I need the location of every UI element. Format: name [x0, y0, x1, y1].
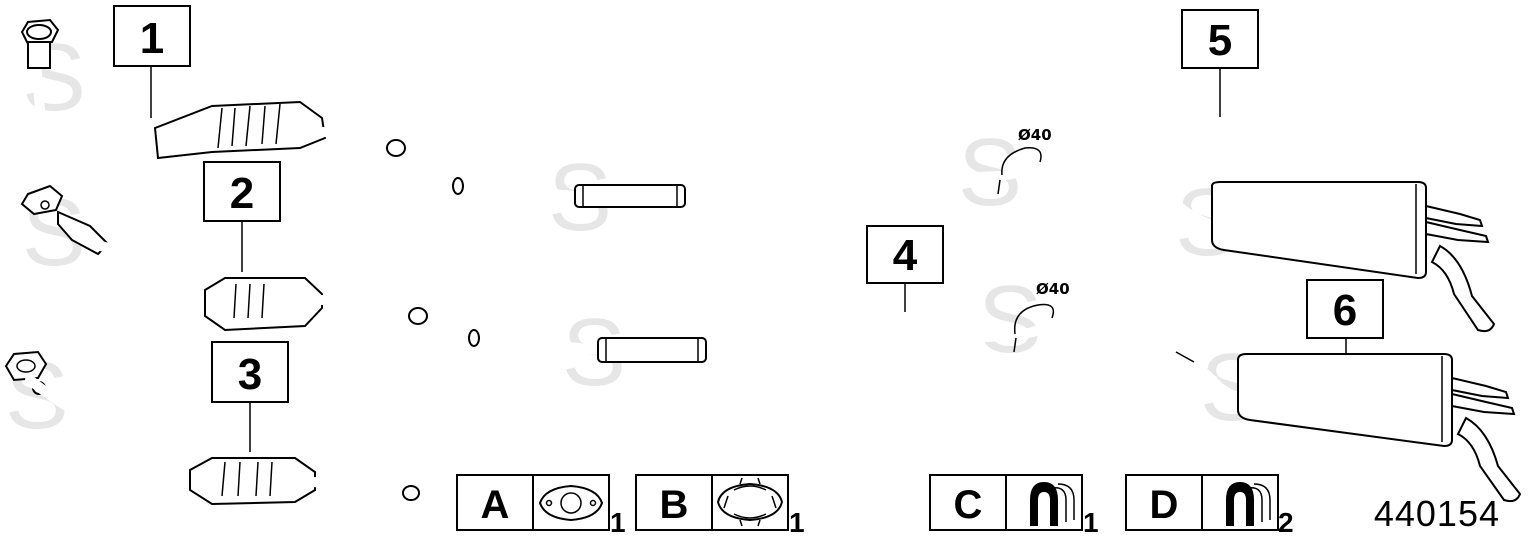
kit-quantity: 1 — [789, 507, 805, 538]
callout-3: 3 — [211, 341, 289, 452]
gasket-icon — [538, 484, 604, 522]
part-4-intermediate-pipe — [468, 293, 1175, 363]
kit-letter: C — [954, 483, 983, 527]
callout-number: 5 — [1208, 16, 1232, 65]
rubber-hanger-icon — [1226, 482, 1271, 526]
kit-d: D 2 — [1125, 474, 1294, 538]
callout-1: 1 — [113, 5, 191, 118]
kit-letter: A — [481, 483, 510, 527]
kit-quantity: 2 — [1278, 507, 1294, 538]
pipe-diameter-label: Ø40 — [1036, 280, 1070, 298]
callout-number: 2 — [230, 169, 254, 218]
kit-letter: B — [660, 483, 689, 527]
kit-b: B 1 — [635, 474, 805, 538]
callout-5: 5 — [1181, 9, 1259, 117]
callout-4: 4 — [866, 225, 944, 312]
part-1-catalytic-converter — [20, 18, 406, 160]
clamp-icon — [716, 477, 784, 527]
kit-a: A 1 — [456, 474, 626, 538]
diagram-reference-number: 440154 — [1374, 493, 1500, 534]
kit-letter: D — [1150, 483, 1179, 527]
callout-number: 6 — [1333, 286, 1357, 335]
kit-quantity: 1 — [610, 507, 626, 538]
callout-number: 1 — [140, 14, 164, 63]
watermarks: S S S S S S S S S — [5, 24, 1264, 449]
callout-6: 6 — [1306, 279, 1384, 354]
callout-2: 2 — [203, 161, 281, 272]
part-6-rear-silencer — [1175, 351, 1522, 503]
pipe-diameter-label: Ø40 — [1018, 126, 1052, 144]
rubber-hanger-icon — [1030, 482, 1075, 526]
part-5-rear-silencer — [452, 141, 1496, 333]
callout-number: 4 — [893, 231, 918, 280]
part-3-catalytic-converter — [4, 350, 420, 506]
kit-c: C 1 — [929, 474, 1099, 538]
kit-quantity: 1 — [1083, 507, 1099, 538]
watermark: S — [978, 266, 1042, 373]
callout-number: 3 — [238, 350, 262, 399]
part-2-catalytic-converter — [20, 184, 428, 332]
